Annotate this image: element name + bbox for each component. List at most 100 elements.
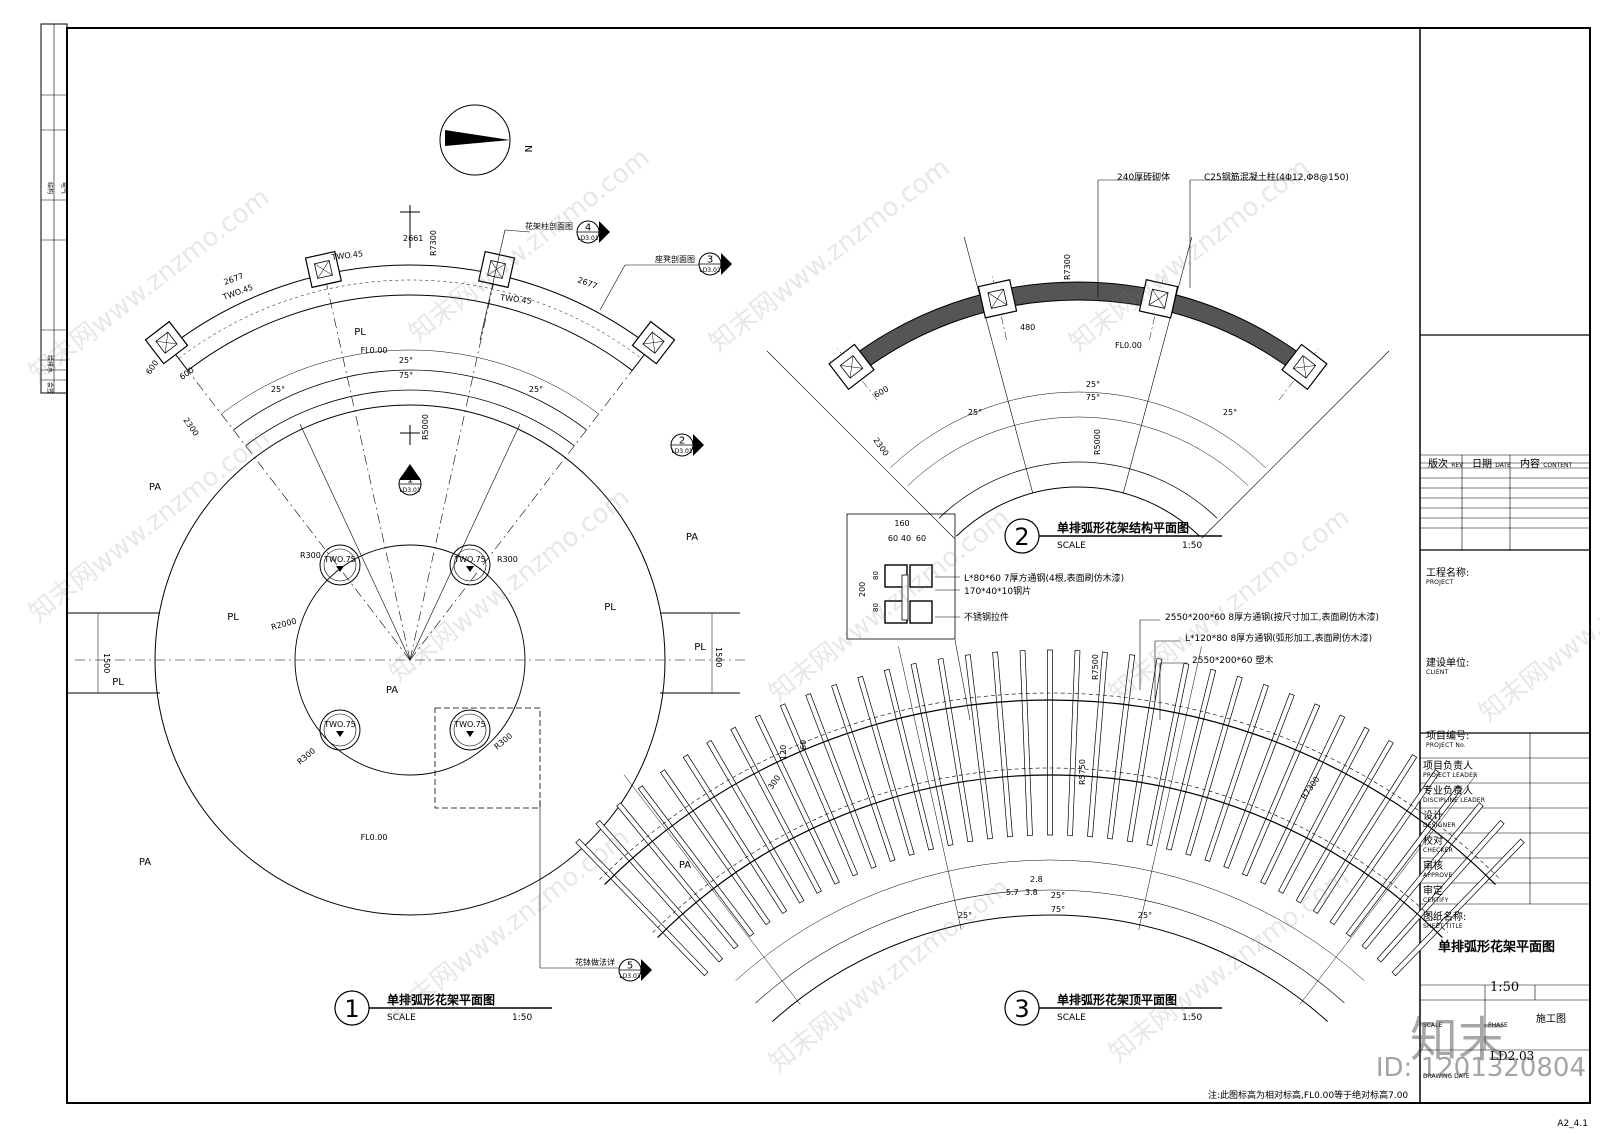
zone-label-8: PA [139, 857, 151, 868]
dim-1500-left: 1500 [102, 653, 111, 673]
p3-ang-25-right: 25° [1138, 911, 1152, 920]
p3-beam-arc-3 [604, 699, 1496, 885]
level-two45-mid: TWO.45 [330, 249, 363, 262]
roof-slat-7 [730, 726, 822, 894]
steel-tube-1 [909, 564, 933, 588]
p3-ang-25-top: 25° [1051, 891, 1065, 900]
planter-level-0: TWO.75 [323, 555, 356, 564]
leader-callout4-diag [479, 229, 506, 341]
p3-arc-base [771, 914, 1329, 1022]
plan1-ang-25-right: 25° [529, 385, 543, 394]
callout2-num: 2 [679, 436, 685, 447]
p3-dim-57: 5.7 [1006, 888, 1019, 897]
plan1-column-0-inner [155, 331, 178, 354]
zone-label-6: PA [386, 685, 398, 696]
p3-spec-1: 2550*200*60 8厚方通钢(按尺寸加工,表面刷仿木漆) [1165, 611, 1379, 623]
plan1-fl-b: FL0.00 [361, 833, 388, 842]
callout4-ref: LD3.01 [577, 235, 599, 242]
certify-en: CERTIFY [1423, 897, 1449, 904]
date-en: DATE [1495, 462, 1511, 469]
level-two45-right: TWO.45 [499, 293, 532, 306]
date-label: 日期 DATE [1472, 459, 1511, 471]
certify-cn: 审定 [1423, 886, 1443, 897]
client-en: CLIENT [1426, 669, 1449, 676]
p2-column-3 [1281, 343, 1328, 391]
callout3-num: 3 [707, 255, 713, 266]
dim-1500-right: 1500 [714, 647, 723, 667]
p3-dim-28: 2.8 [1030, 875, 1043, 884]
leader-callout3-diag [599, 264, 626, 311]
content-cn: 内容 [1520, 459, 1540, 470]
approve-en: APPROVE [1423, 872, 1453, 879]
discipline-en: DISCIPLINE LEADER [1423, 797, 1486, 804]
p3-beam-arc-1 [657, 774, 1443, 938]
roof-slat-16 [964, 654, 993, 840]
phase-value: 施工图 [1536, 1014, 1566, 1025]
client-cn: 建设单位: [1426, 658, 1470, 669]
roof-slat-3 [637, 785, 755, 937]
angle-arc-dim [221, 349, 599, 415]
plan1-ang-25-top: 25° [399, 356, 413, 365]
p2-column-2-inner [1148, 288, 1169, 309]
roof-slat-25 [1166, 668, 1217, 851]
p2-column-label: C25钢筋混凝土柱(4Φ12,Φ8@150) [1204, 171, 1349, 183]
sheet-code: A2_4.1 [1557, 1119, 1588, 1129]
label-r300-b: R300 [497, 555, 518, 564]
p2-radial-3 [1201, 350, 1390, 539]
callout2-ref: LD3.01 [671, 448, 693, 455]
p2-dim-600: 600 [873, 384, 891, 399]
p3-arc-dim [735, 859, 1365, 981]
roof-slat-8 [754, 714, 840, 885]
north-arrow-icon [445, 130, 510, 146]
planter-1 [449, 544, 491, 586]
rev-cn: 版次 [1428, 459, 1448, 470]
p2-radial-0 [766, 350, 955, 539]
p2-ang-25-right: 25° [1223, 408, 1237, 417]
roof-slat-22 [1107, 654, 1136, 840]
plan3-title: 单排弧形花架顶平面图 [1057, 992, 1177, 1007]
detail-dashed-box [434, 707, 541, 809]
detail-spec-1: L*80*60 7厚方通钢(4根,表面刷仿木漆) [964, 572, 1124, 584]
dim-2677-left: 2677 [223, 271, 245, 286]
leader-en: PROJECT LEADER [1423, 772, 1478, 779]
p3-r7500: R7500 [1091, 654, 1100, 680]
callout5-ref: LD3.03 [619, 973, 641, 980]
roof-slat-23 [1126, 658, 1163, 843]
scale-label: SCALE [1423, 1022, 1443, 1029]
plan1-ang-75: 75° [399, 371, 413, 380]
radial-dash-3 [409, 342, 654, 661]
planter-level-3: TWO.75 [453, 720, 486, 729]
roof-slat-12 [857, 675, 915, 856]
roof-slat-6 [706, 739, 805, 904]
sheet-title-cn: 图纸名称: [1423, 912, 1467, 923]
plan1-column-2 [477, 250, 516, 289]
p2-column-0-inner [839, 355, 864, 379]
zone-label-4: PL [694, 642, 706, 653]
designer-cn: 设计 [1423, 811, 1443, 822]
callout3-text: 座凳剖面图 [655, 254, 695, 264]
planter-2 [319, 709, 361, 751]
plan1-column-3-inner [642, 331, 665, 354]
roof-slat-26 [1185, 675, 1243, 856]
client-label: 建设单位:CLIENT [1426, 658, 1469, 676]
zone-label-2: PL [227, 612, 239, 623]
callout1-num: 1 [407, 475, 413, 486]
project-label: 工程名称:PROJECT [1426, 568, 1469, 586]
callout4-pointer-icon [599, 221, 610, 243]
sheet-title-en: SHEET TITLE [1423, 923, 1463, 930]
level-mark-icon [466, 566, 474, 572]
drawing-date-label: DRAWING DATE [1423, 1073, 1470, 1080]
checker-cn: 校对 [1423, 836, 1443, 847]
detail-pointer [954, 639, 971, 721]
p3-dim-300: 300 [766, 773, 782, 791]
roof-slat-13 [883, 668, 934, 851]
plan3-scale-label: SCALE [1057, 1013, 1086, 1023]
p3-spec-2: L*120*80 8厚方通钢(弧形加工,表面刷仿木漆) [1185, 632, 1372, 644]
roof-slat-34 [1329, 769, 1441, 926]
